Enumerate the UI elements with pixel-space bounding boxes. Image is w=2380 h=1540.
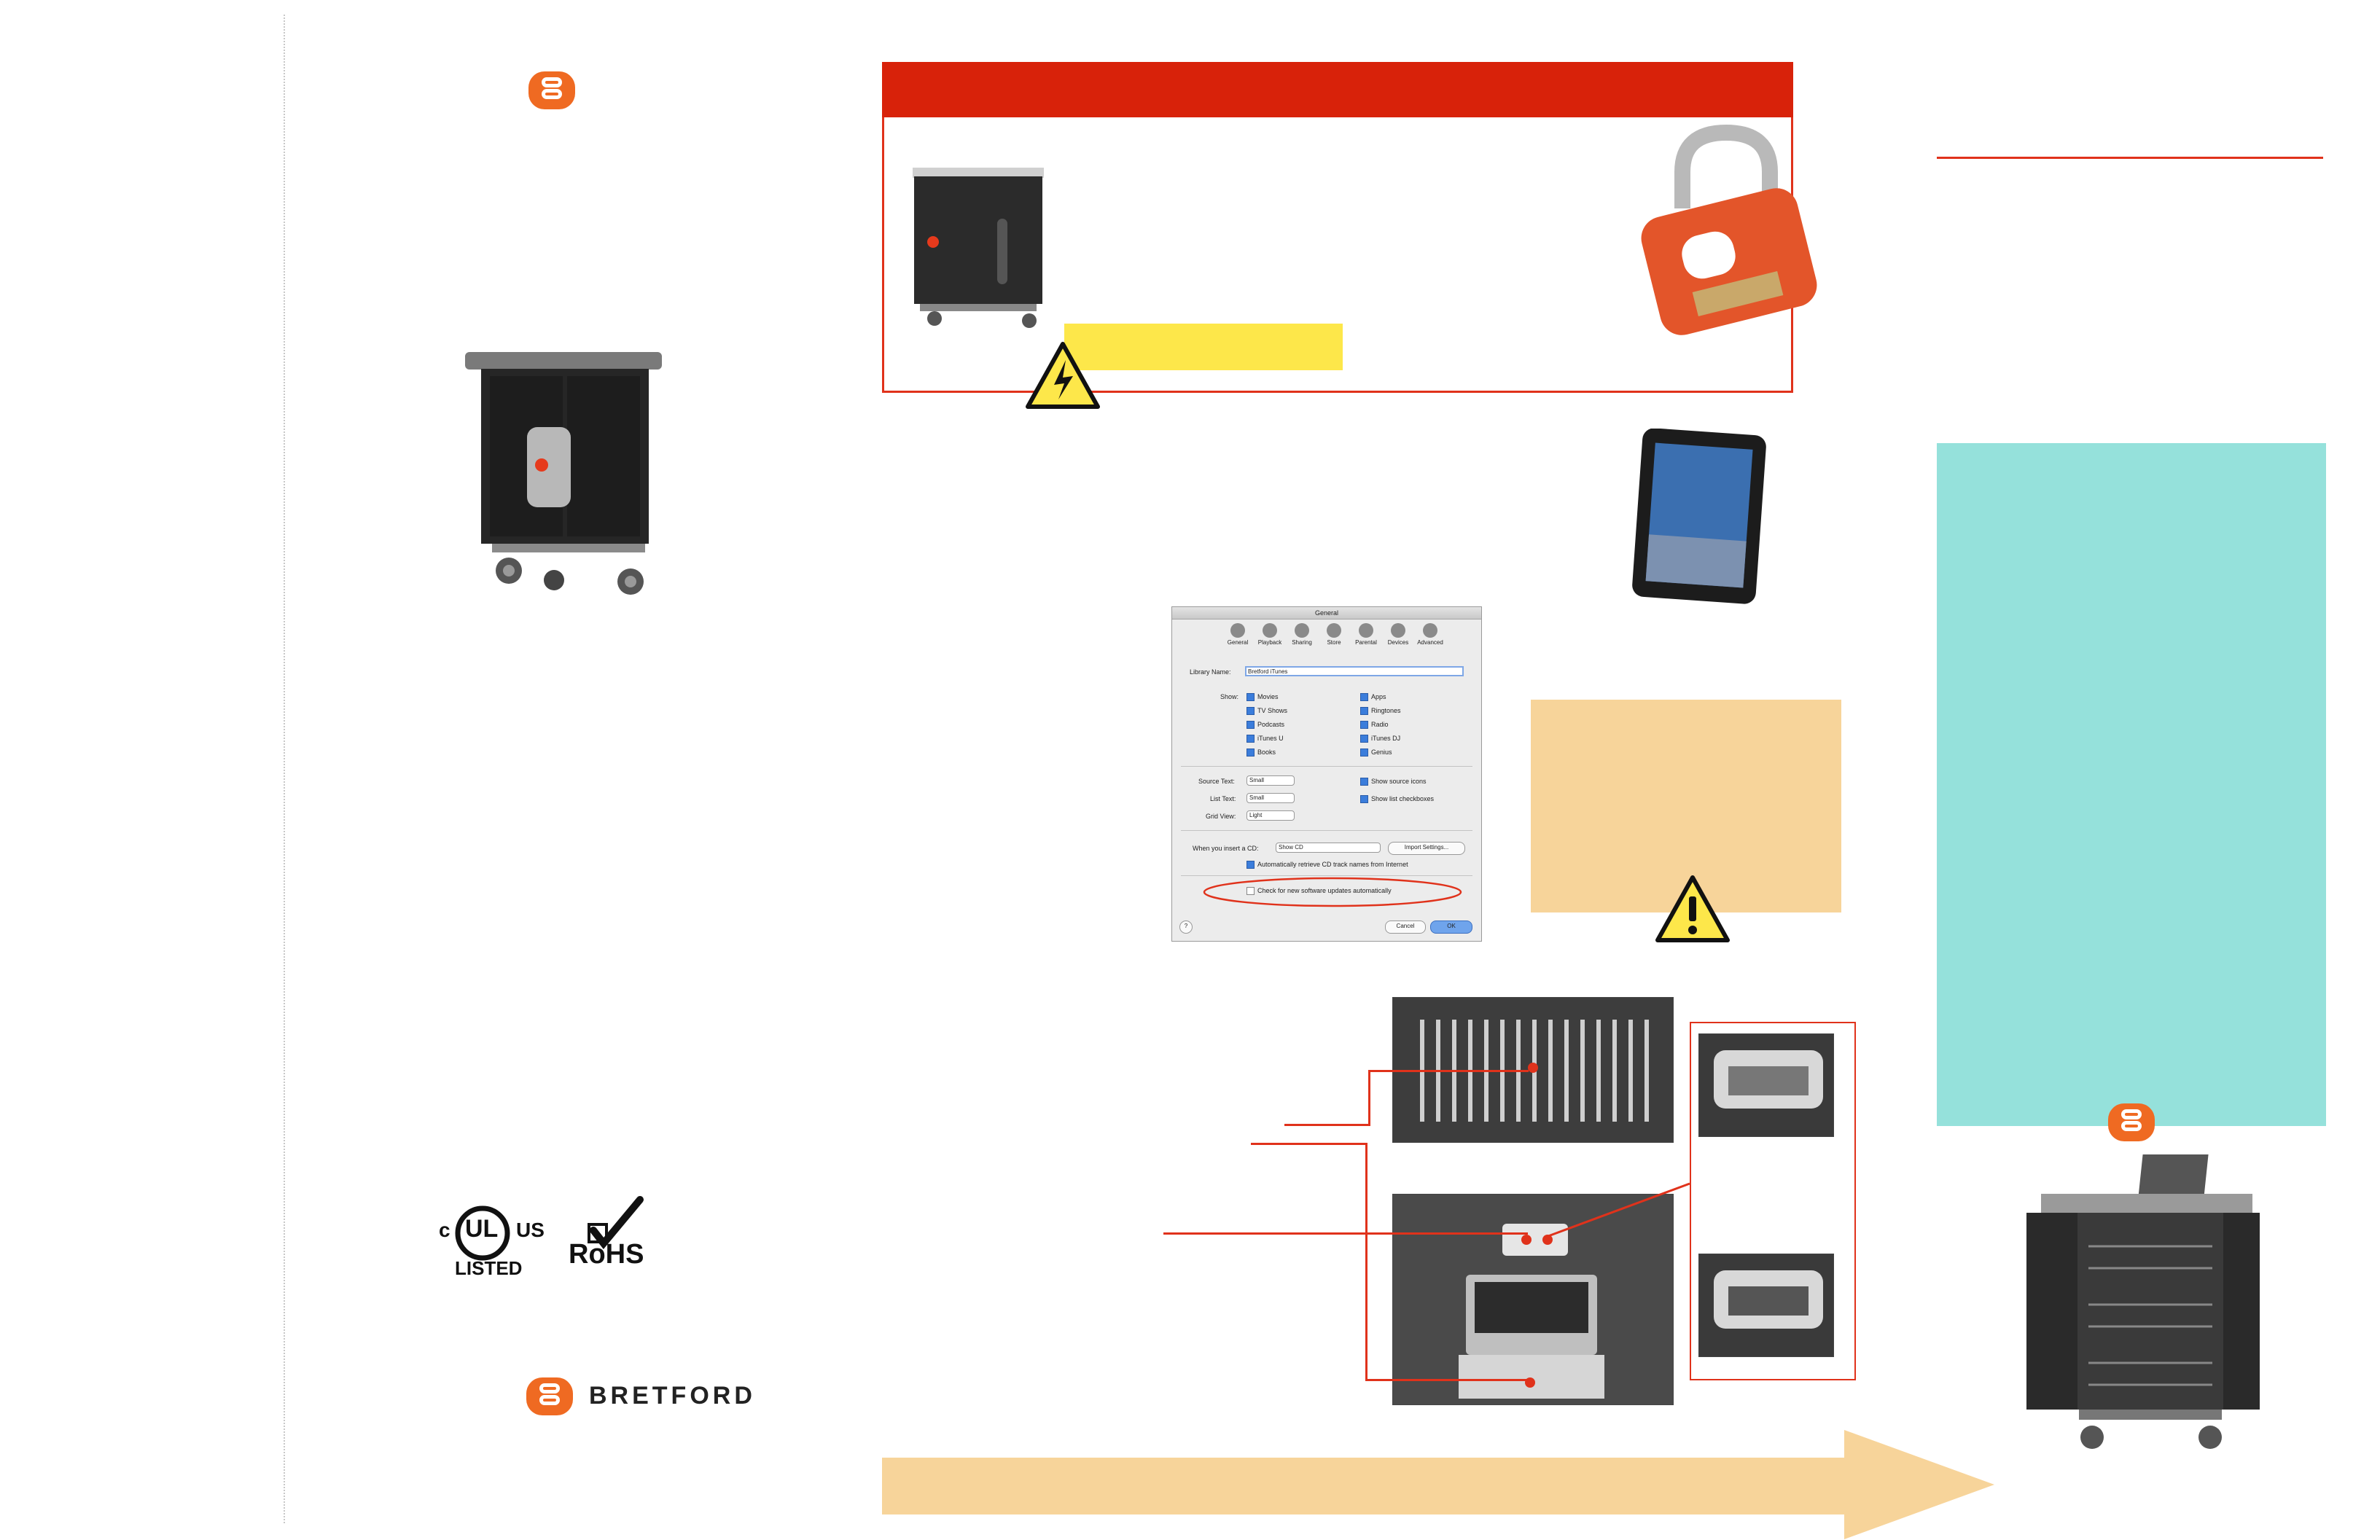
tab-sharing[interactable]: Sharing <box>1287 623 1316 646</box>
section-rule <box>1937 157 2323 159</box>
tab-advanced[interactable]: Advanced <box>1416 623 1445 646</box>
padlock-image <box>1641 124 1817 335</box>
highlight-ellipse <box>1203 877 1462 907</box>
ok-button[interactable]: OK <box>1430 921 1472 934</box>
rohs-check-icon <box>588 1196 644 1249</box>
tab-devices[interactable]: Devices <box>1384 623 1413 646</box>
insert-cd-label: When you insert a CD: <box>1193 845 1259 852</box>
info-panel <box>1937 443 2326 1126</box>
leader-line <box>1368 1070 1529 1072</box>
leader-line-diagonal <box>1548 1182 1690 1238</box>
dialog-separator <box>1181 766 1472 767</box>
warning-header-bar <box>882 62 1793 117</box>
charging-cart-open-image <box>2026 1154 2260 1449</box>
show-movies-checkbox[interactable]: Movies <box>1246 693 1279 702</box>
bretford-logo-icon <box>526 1377 573 1415</box>
grid-view-label: Grid View: <box>1206 813 1236 820</box>
caution-icon <box>1655 875 1730 942</box>
charging-cart-closed-image <box>465 352 662 595</box>
show-source-icons-checkbox[interactable]: Show source icons <box>1360 778 1427 786</box>
dialog-separator <box>1181 830 1472 831</box>
leader-line <box>1163 1232 1528 1235</box>
ul-listed-icon <box>455 1205 510 1261</box>
show-podcasts-checkbox[interactable]: Podcasts <box>1246 721 1284 730</box>
process-arrow-head-icon <box>1844 1430 1994 1539</box>
tab-general[interactable]: General <box>1223 623 1252 646</box>
tab-playback[interactable]: Playback <box>1255 623 1284 646</box>
power-module-photo <box>1698 1033 1834 1137</box>
process-arrow-body <box>882 1458 1852 1514</box>
rohs-label: RoHS <box>569 1239 644 1270</box>
list-text-select[interactable]: Small <box>1246 793 1295 803</box>
leader-line <box>1365 1143 1367 1380</box>
list-text-label: List Text: <box>1210 795 1236 802</box>
ul-c-label: c <box>439 1219 450 1241</box>
show-radio-checkbox[interactable]: Radio <box>1360 721 1389 730</box>
import-settings-button[interactable]: Import Settings... <box>1388 842 1465 855</box>
caution-panel <box>1531 700 1841 912</box>
library-name-label: Library Name: <box>1190 668 1231 676</box>
show-itunes-u-checkbox[interactable]: iTunes U <box>1246 735 1284 743</box>
ul-us-label: US <box>516 1219 545 1241</box>
itunes-preferences-dialog: General General Playback Sharing Store P… <box>1171 606 1482 942</box>
dialog-title: General <box>1172 607 1481 619</box>
leader-line <box>1251 1143 1367 1145</box>
dialog-separator <box>1181 875 1472 876</box>
detail-callout-box <box>1690 1022 1856 1380</box>
show-itunes-dj-checkbox[interactable]: iTunes DJ <box>1360 735 1400 743</box>
show-apps-checkbox[interactable]: Apps <box>1360 693 1386 702</box>
highlight-strip <box>1064 324 1343 370</box>
check-updates-checkbox[interactable]: Check for new software updates automatic… <box>1246 887 1392 896</box>
show-books-checkbox[interactable]: Books <box>1246 748 1276 757</box>
show-genius-checkbox[interactable]: Genius <box>1360 748 1392 757</box>
insert-cd-select[interactable]: Show CD <box>1276 843 1381 853</box>
source-text-select[interactable]: Small <box>1246 775 1295 786</box>
ul-mark-label: UL <box>465 1215 499 1243</box>
grid-view-select[interactable]: Light <box>1246 810 1295 821</box>
leader-line <box>1368 1070 1370 1126</box>
tab-parental[interactable]: Parental <box>1351 623 1381 646</box>
electrical-hazard-icon <box>1026 342 1100 409</box>
help-button[interactable]: ? <box>1179 921 1193 934</box>
fold-line <box>284 15 285 1523</box>
show-label: Show: <box>1220 693 1239 700</box>
bretford-logo-icon <box>2108 1103 2155 1141</box>
leader-line <box>1284 1124 1370 1126</box>
bretford-logo-icon <box>528 71 575 109</box>
leader-line <box>1365 1379 1533 1381</box>
bretford-wordmark: BRETFORD <box>589 1382 756 1410</box>
tab-store[interactable]: Store <box>1319 623 1349 646</box>
library-name-field[interactable]: Bretford iTunes <box>1245 666 1464 676</box>
auto-retrieve-checkbox[interactable]: Automatically retrieve CD track names fr… <box>1246 861 1408 869</box>
show-ringtones-checkbox[interactable]: Ringtones <box>1360 707 1401 716</box>
cancel-button[interactable]: Cancel <box>1385 921 1426 934</box>
charging-cart-small-image <box>913 168 1044 328</box>
show-list-checkboxes-checkbox[interactable]: Show list checkboxes <box>1360 795 1434 804</box>
tablet-image <box>1632 429 1766 604</box>
ul-listed-label: LISTED <box>455 1257 523 1279</box>
power-module-open-photo <box>1698 1254 1834 1357</box>
dialog-tabs: General Playback Sharing Store Parental … <box>1223 623 1445 646</box>
laptop-tray-photo <box>1392 1194 1674 1405</box>
source-text-label: Source Text: <box>1198 778 1235 785</box>
show-tv-shows-checkbox[interactable]: TV Shows <box>1246 707 1287 716</box>
